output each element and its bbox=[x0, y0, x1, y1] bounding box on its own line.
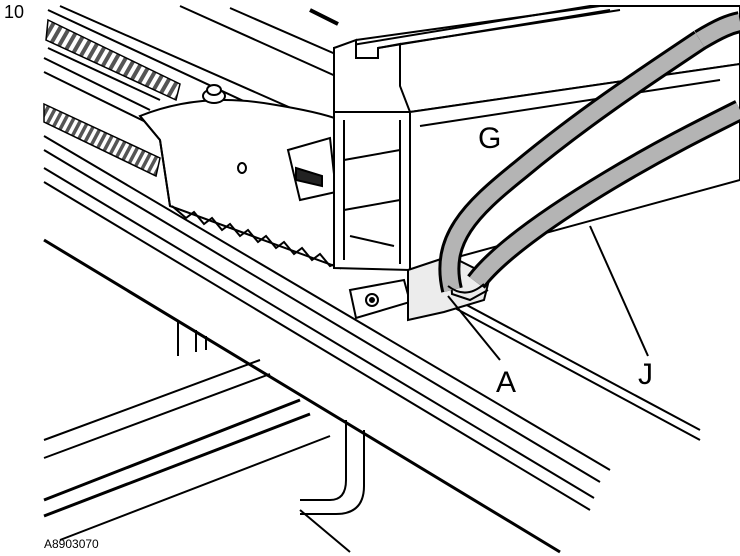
hoses-j bbox=[438, 11, 740, 294]
profile-g bbox=[333, 5, 740, 272]
label-j: J bbox=[638, 358, 653, 391]
base-plate bbox=[348, 278, 412, 320]
cutter-guide bbox=[138, 84, 341, 270]
lower-frame bbox=[43, 322, 365, 553]
label-g: G bbox=[478, 122, 501, 155]
figure-id: A8903070 bbox=[44, 537, 99, 551]
upper-rail-assembly bbox=[43, 5, 341, 178]
label-a: A bbox=[496, 366, 516, 399]
leader-lines bbox=[447, 225, 649, 361]
base-rail bbox=[43, 135, 701, 554]
step-number: 10 bbox=[4, 2, 25, 22]
